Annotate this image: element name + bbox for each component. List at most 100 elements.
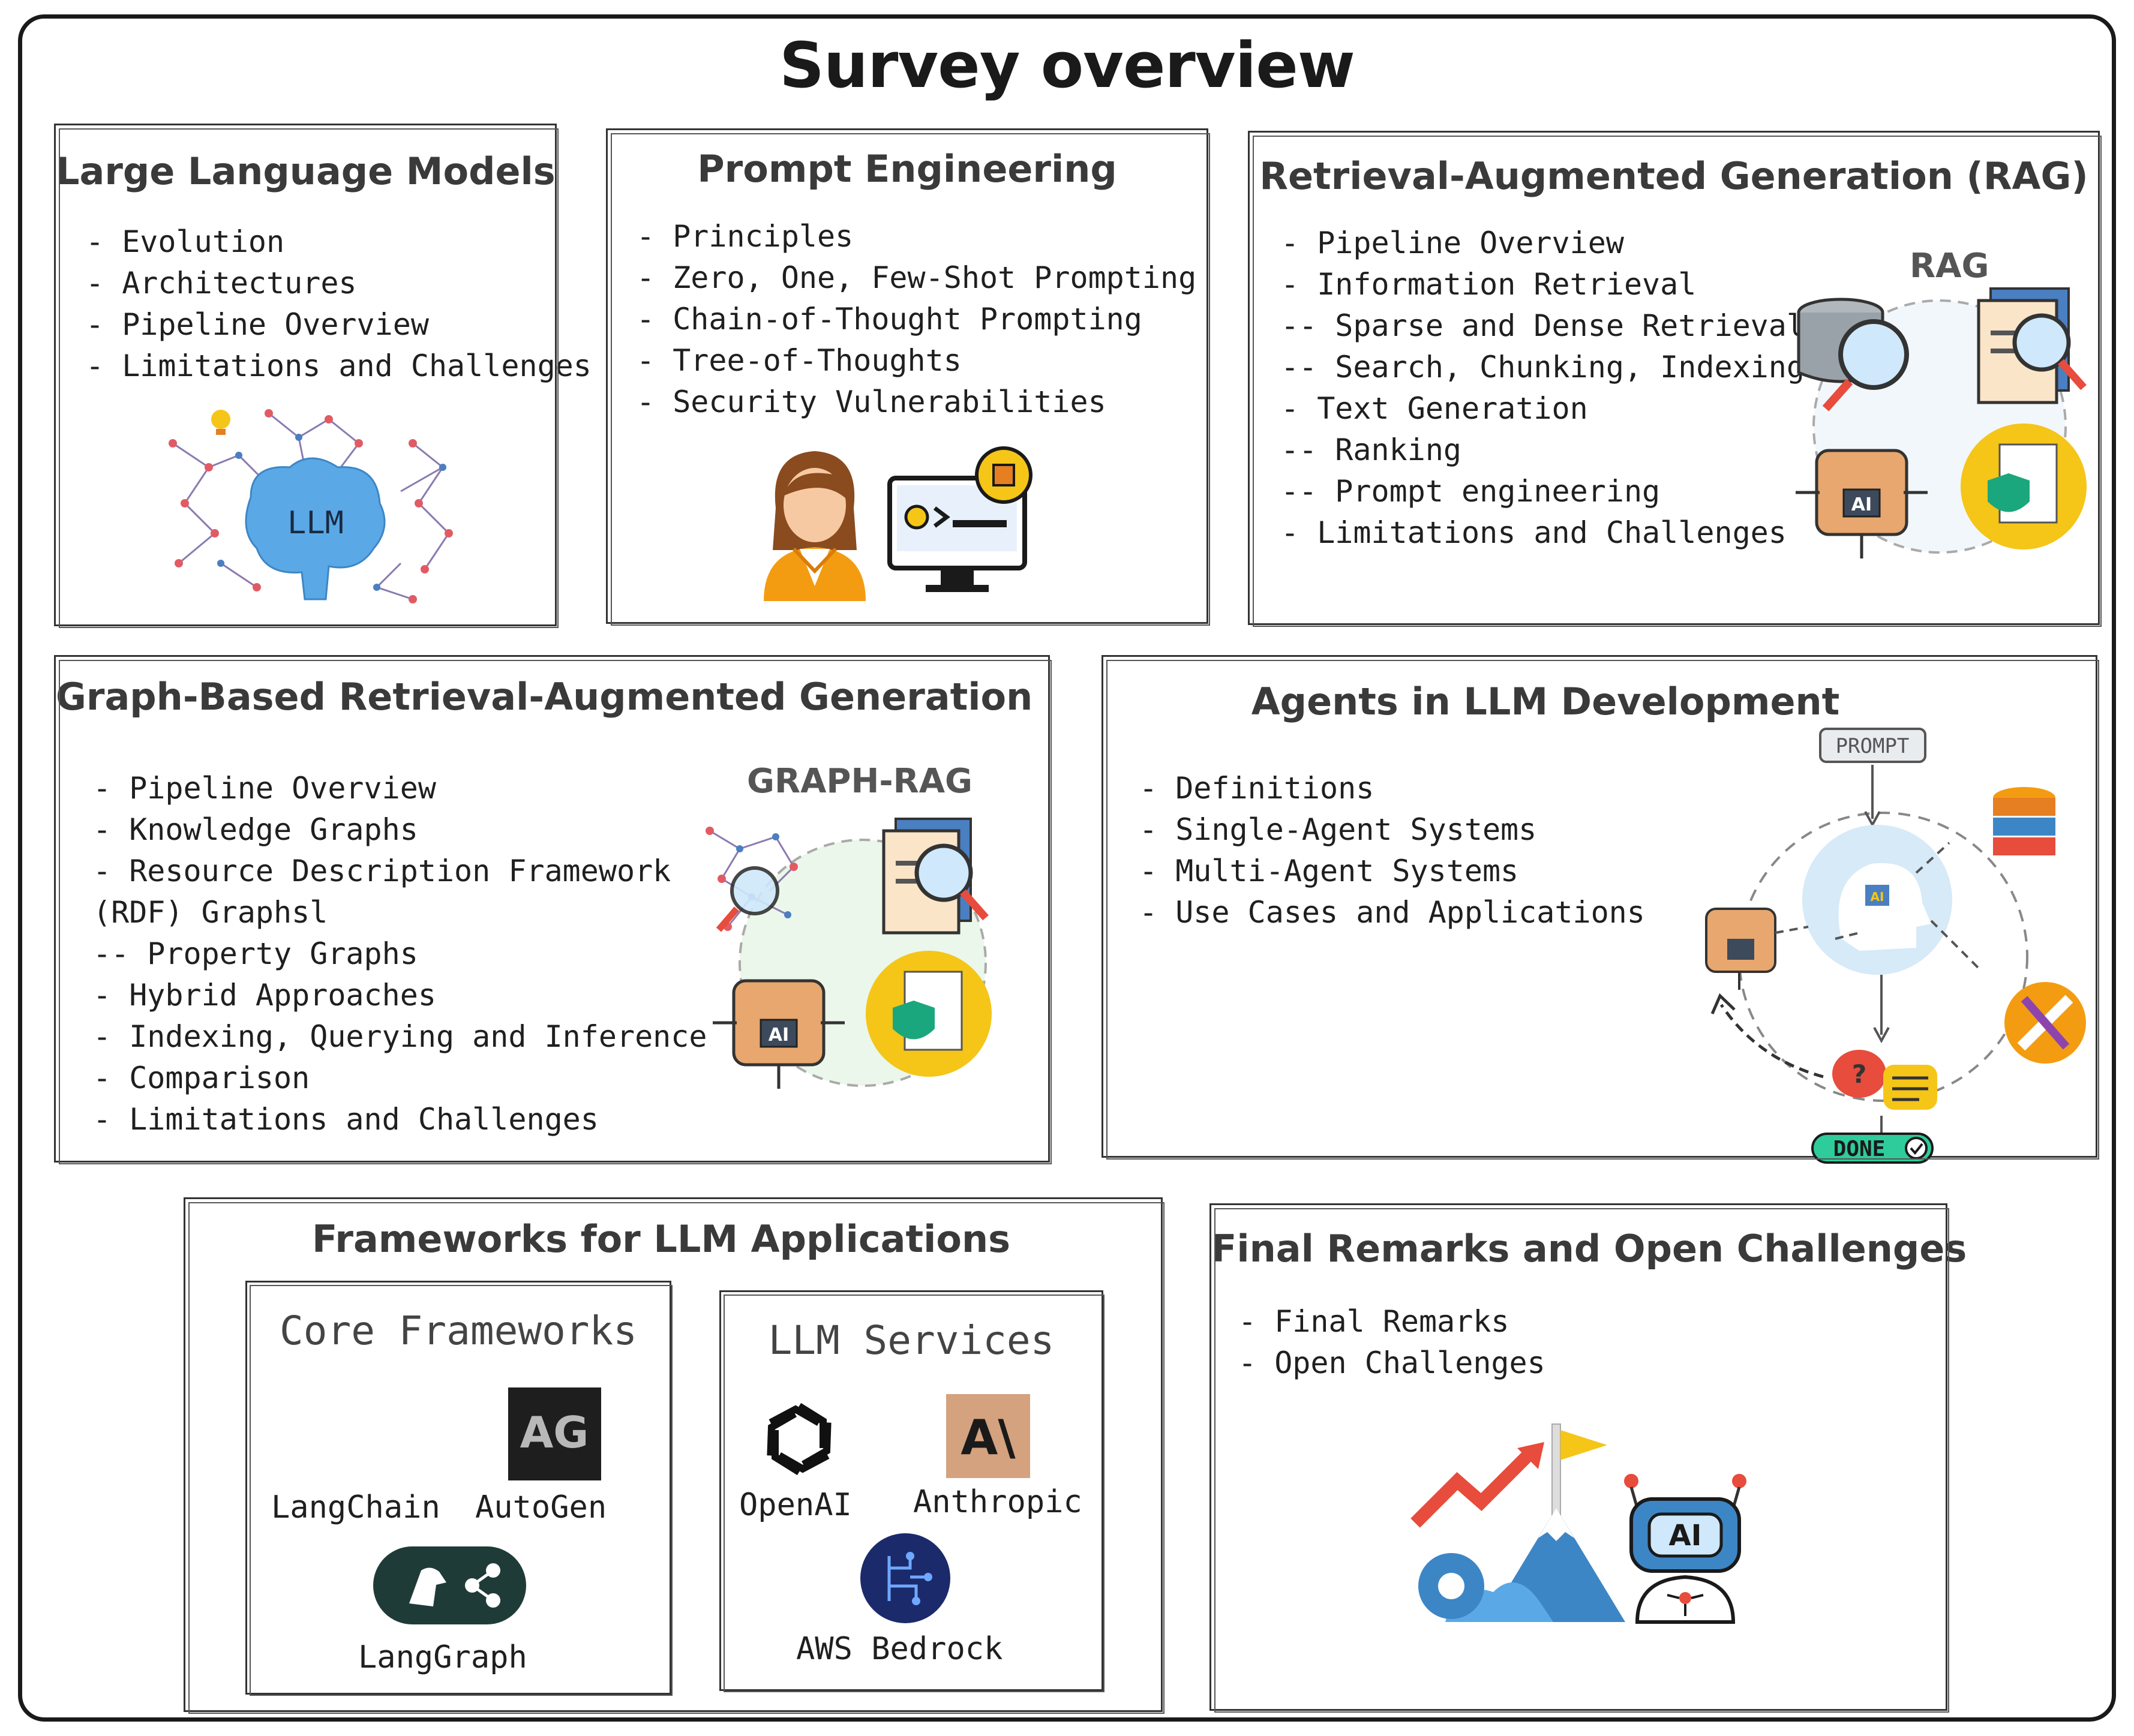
list-item: -- Prompt engineering — [1281, 474, 1661, 509]
openai-label: OpenAI — [739, 1487, 852, 1523]
document-search-icon — [1977, 287, 2087, 404]
list-item: - Limitations and Challenges — [86, 349, 592, 383]
agent-prompt-label: PROMPT — [1836, 734, 1910, 758]
list-item: - Pipeline Overview — [1281, 226, 1624, 260]
section-llm-items: - Evolution - Architectures - Pipeline O… — [86, 221, 592, 387]
list-item: - Hybrid Approaches — [93, 978, 436, 1013]
tools-icon — [2004, 982, 2086, 1064]
aws-bedrock-logo-icon — [860, 1533, 950, 1623]
list-item: - Pipeline Overview — [93, 771, 436, 806]
section-prompt-items: - Principles - Zero, One, Few-Shot Promp… — [637, 216, 1196, 423]
list-item: - Security Vulnerabilities — [637, 385, 1106, 419]
agent-done-label: DONE — [1833, 1137, 1886, 1161]
shield-document-icon — [1961, 424, 2087, 549]
done-badge: DONE — [1811, 1133, 1934, 1164]
section-llm-title: Large Language Models — [56, 149, 556, 193]
section-rag-items: - Pipeline Overview - Information Retrie… — [1281, 223, 1805, 554]
anthropic-logo-text: A\ — [961, 1410, 1016, 1465]
list-item: - Use Cases and Applications — [1139, 895, 1645, 930]
svg-text:?: ? — [1852, 1059, 1866, 1089]
section-frameworks-title: Frameworks for LLM Applications — [311, 1217, 1010, 1261]
section-rag-title: Retrieval-Augmented Generation (RAG) — [1259, 154, 2088, 198]
question-answer-icon: ? — [1832, 1050, 1937, 1110]
list-item: - Open Challenges — [1238, 1345, 1545, 1380]
llm-services-title: LLM Services — [768, 1317, 1055, 1363]
database-search-icon — [1797, 298, 1909, 412]
rag-chip-text: AI — [1851, 494, 1872, 515]
ai-brain-chip-icon: AI — [1796, 449, 1928, 558]
autogen-label: AutoGen — [475, 1489, 607, 1525]
anthropic-label: Anthropic — [913, 1484, 1082, 1520]
list-item: - Resource Description Framework — [93, 854, 671, 888]
ai-head-icon: AI — [1802, 825, 1952, 975]
section-graphrag-title: Graph-Based Retrieval-Augmented Generati… — [56, 675, 1033, 719]
langgraph-logo-icon — [373, 1546, 526, 1624]
section-llm: Large Language Models - Evolution - Arch… — [54, 124, 592, 628]
list-item: - Text Generation — [1281, 391, 1588, 426]
graphrag-chip-text: AI — [769, 1025, 789, 1046]
list-item: - Multi-Agent Systems — [1139, 854, 1519, 888]
mountain-goal-icon — [1410, 1423, 1625, 1622]
list-item: - Architectures — [86, 266, 357, 301]
knowledge-graph-search-icon — [706, 827, 798, 932]
list-item: - Final Remarks — [1238, 1304, 1509, 1339]
ai-brain-chip-icon — [1705, 908, 1776, 990]
list-item: - Principles — [637, 219, 854, 254]
shield-document-icon — [866, 951, 992, 1077]
section-frameworks: Frameworks for LLM Applications Core Fra… — [184, 1197, 1164, 1714]
list-item: - Limitations and Challenges — [1281, 515, 1787, 550]
page-title: Survey overview — [779, 29, 1355, 102]
list-item: - Knowledge Graphs — [93, 812, 418, 847]
graph-rag-pipeline-icon: AI — [706, 818, 992, 1089]
ai-robot-icon: AI — [1624, 1474, 1746, 1624]
anthropic-logo-icon: A\ — [946, 1394, 1030, 1478]
openai-logo-icon — [767, 1402, 832, 1476]
aws-bedrock-label: AWS Bedrock — [796, 1631, 1003, 1667]
list-item: - Comparison — [93, 1061, 310, 1095]
list-item: - Evolution — [86, 224, 285, 259]
robot-text: AI — [1668, 1519, 1701, 1552]
list-item: - Information Retrieval — [1281, 267, 1697, 302]
section-final-items: - Final Remarks - Open Challenges — [1238, 1301, 1545, 1384]
section-prompt: Prompt Engineering - Principles - Zero, … — [606, 128, 1210, 626]
agent-chip-text: AI — [1871, 890, 1884, 904]
list-item: - Chain-of-Thought Prompting — [637, 302, 1142, 337]
section-agents-title: Agents in LLM Development — [1251, 680, 1840, 723]
rag-pipeline-icon: AI — [1796, 287, 2087, 558]
prompt-label-box: PROMPT — [1819, 728, 1926, 763]
section-agents-items: - Definitions - Single-Agent Systems - M… — [1139, 768, 1645, 933]
document-search-icon — [882, 818, 989, 935]
list-item: -- Ranking — [1281, 433, 1462, 467]
list-item: - Zero, One, Few-Shot Prompting — [637, 260, 1197, 295]
list-item: - Pipeline Overview — [86, 307, 429, 342]
section-final-title: Final Remarks and Open Challenges — [1211, 1227, 1967, 1271]
section-graphrag-items: - Pipeline Overview - Knowledge Graphs -… — [93, 768, 707, 1140]
llm-brain-network-icon: LLM — [169, 409, 453, 603]
section-rag: Retrieval-Augmented Generation (RAG) - P… — [1248, 131, 2102, 627]
outer-frame — [18, 14, 2116, 1722]
llm-services-panel: LLM Services A\ OpenAI Anthropic AWS Bed — [719, 1290, 1104, 1692]
woman-avatar-icon — [764, 451, 866, 601]
autogen-logo-icon: AG — [508, 1387, 601, 1480]
list-item: - Single-Agent Systems — [1139, 812, 1537, 847]
ai-brain-chip-icon: AI — [713, 979, 845, 1089]
section-prompt-title: Prompt Engineering — [697, 147, 1117, 191]
core-frameworks-title: Core Frameworks — [279, 1308, 638, 1354]
autogen-logo-text: AG — [520, 1407, 589, 1458]
list-item: (RDF) Graphsl — [93, 895, 328, 930]
list-item: - Definitions — [1139, 771, 1374, 806]
list-item: - Indexing, Querying and Inference — [93, 1019, 707, 1054]
agent-loop-diagram-icon: PROMPT AI — [1705, 728, 2086, 1164]
langgraph-label: LangGraph — [358, 1639, 527, 1675]
database-icon — [1993, 787, 2055, 855]
list-item: -- Property Graphs — [93, 936, 418, 971]
llm-figure-text: LLM — [287, 505, 344, 541]
list-item: -- Sparse and Dense Retrieval — [1281, 308, 1805, 343]
list-item: -- Search, Chunking, Indexing — [1281, 350, 1805, 385]
monitor-prompt-icon — [887, 446, 1033, 592]
langchain-label: LangChain — [271, 1489, 440, 1525]
list-item: - Limitations and Challenges — [93, 1102, 599, 1137]
core-frameworks-panel: Core Frameworks AG LangChain AutoGen Lan… — [245, 1281, 673, 1696]
section-agents: Agents in LLM Development - Definitions … — [1101, 655, 2099, 1164]
list-item: - Tree-of-Thoughts — [637, 343, 962, 378]
